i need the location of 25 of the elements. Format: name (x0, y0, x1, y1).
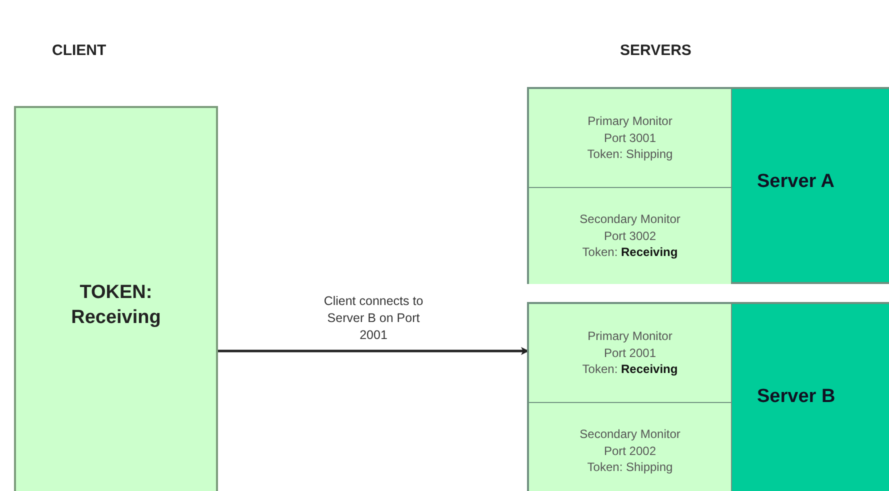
monitor-text: Port 2001 (604, 344, 656, 362)
monitor-box (529, 304, 732, 402)
monitor-box (529, 89, 732, 187)
monitor-text: Primary Monitor (588, 328, 672, 345)
client-box (14, 106, 218, 491)
monitor-text: Secondary Monitor (580, 426, 680, 443)
monitor-box (529, 402, 732, 491)
server-name: Server B (757, 386, 836, 408)
column-heading: CLIENT (52, 42, 106, 59)
monitor-text: Secondary Monitor (580, 210, 680, 228)
column-heading: SERVERS (620, 42, 692, 59)
monitor-text: Port 2002 (604, 442, 656, 460)
monitor-text: Port 3001 (604, 130, 656, 146)
monitor-text: Token: Shipping (587, 459, 673, 476)
monitor-box (529, 187, 732, 284)
arrow (218, 347, 529, 355)
monitor-text: Token: Shipping (587, 146, 673, 164)
monitor-text: Primary Monitor (588, 112, 672, 130)
server-box (527, 87, 889, 284)
server-name: Server A (757, 171, 834, 193)
token-text: TOKEN: Receiving (70, 281, 162, 330)
monitor-text: Token: Receiving (582, 244, 678, 262)
monitor-text: Token: Receiving (582, 361, 678, 378)
monitor-text: Port 3002 (604, 228, 656, 244)
server-box (527, 302, 889, 491)
